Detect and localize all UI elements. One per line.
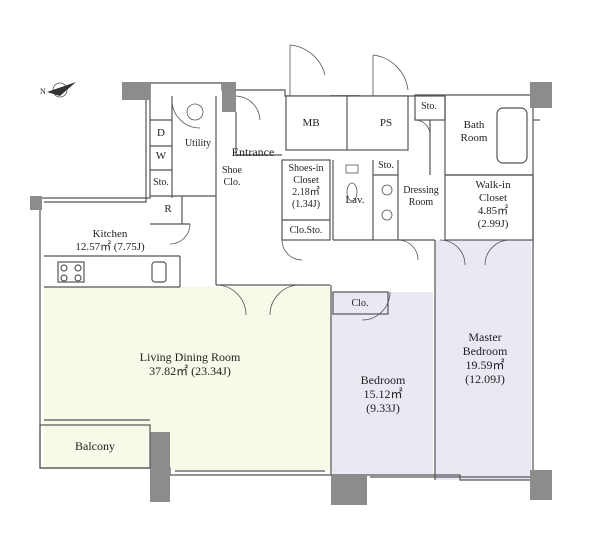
sto-mid-label: Sto. [378, 160, 394, 171]
master-bedroom-fill [435, 240, 531, 480]
compass-icon [47, 82, 76, 98]
fixtures [186, 103, 393, 221]
balcony-label: Balcony [75, 439, 115, 453]
bath-room-label: Bath Room [460, 119, 488, 144]
clo-sto-label: Clo.Sto. [289, 225, 323, 236]
sto-left-label: Sto. [153, 177, 169, 188]
entrance-label: Entrance [231, 145, 275, 159]
lav-label: Lav. [345, 194, 365, 206]
compass-north-label: N [40, 87, 46, 96]
shoe-closet-label: Shoe Clo. [222, 165, 242, 188]
r-label: R [164, 203, 172, 215]
sto-top-label: Sto. [421, 101, 437, 112]
shoes-in-closet-label: Shoes-in Closet 2.18㎡ (1.34J) [288, 163, 324, 210]
kitchen-label: Kitchen 12.57㎡ (7.75J) [75, 228, 145, 253]
master-bedroom-label: Master Bedroom 19.59㎡ (12.09J) [462, 330, 508, 386]
bedroom-label: Bedroom 15.12㎡ (9.33J) [360, 373, 406, 415]
living-dining-room-label: Living Dining Room 37.82㎡ (23.34J) [139, 350, 241, 378]
clo-label: Clo. [351, 298, 369, 309]
ps-label: PS [379, 117, 393, 129]
interior-walls [39, 95, 540, 480]
utility-label: Utility [184, 138, 212, 149]
w-label: W [155, 150, 167, 162]
dressing-room-label: Dressing Room [403, 185, 439, 208]
mb-label: MB [302, 117, 320, 129]
walk-in-closet-label: Walk-in Closet 4.85㎡ (2.99J) [475, 179, 511, 230]
bedroom-fill [331, 292, 433, 475]
structural-columns [30, 82, 552, 505]
door-swings [169, 44, 511, 321]
d-label: D [157, 127, 165, 139]
living-dining-fill [44, 287, 331, 470]
